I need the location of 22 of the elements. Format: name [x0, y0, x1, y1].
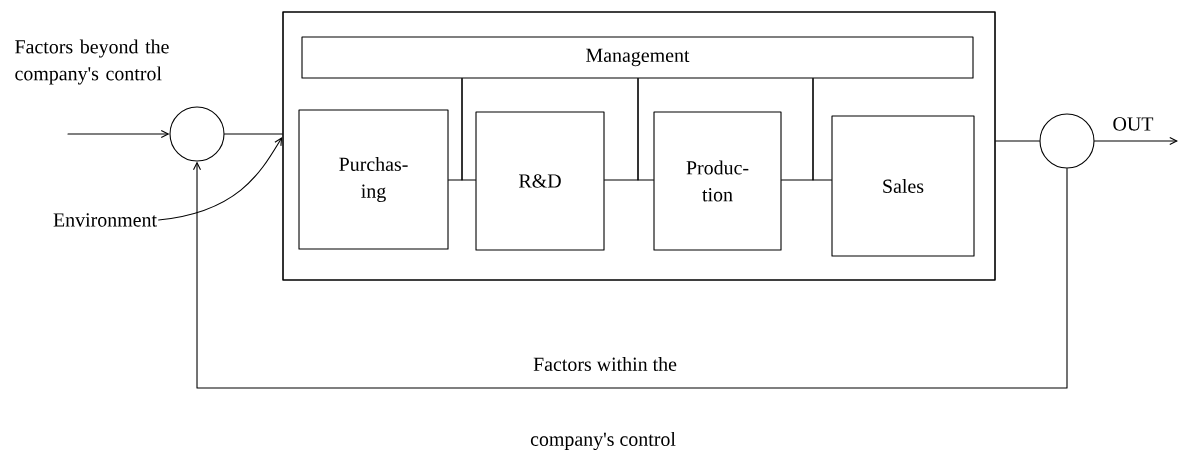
arrow: [1094, 136, 1178, 146]
summing-circle: [169, 106, 225, 162]
arrow: [67, 129, 170, 139]
company-box: [282, 11, 996, 281]
department-box: Produc- tion: [653, 111, 782, 251]
connector-line: [224, 133, 283, 135]
environment-label: Environment: [53, 213, 157, 227]
arrow: [158, 137, 283, 221]
management-box: Management: [301, 36, 974, 79]
department-box: R&D: [475, 111, 605, 251]
annotation-text: Factors beyond the company's control: [15, 39, 169, 85]
connector-line: [461, 78, 476, 181]
connector-line: [637, 78, 654, 181]
output-label: OUT: [1113, 117, 1154, 131]
annotation-text: Factors within the: [533, 357, 677, 371]
summing-circle: [1039, 113, 1095, 169]
annotation-text: company's control: [530, 431, 676, 451]
arrow: [192, 161, 1068, 389]
department-box: Sales: [831, 115, 975, 257]
department-box: Purchas- ing: [298, 109, 449, 250]
connector-line: [995, 140, 1040, 142]
connector-line: [812, 78, 832, 181]
